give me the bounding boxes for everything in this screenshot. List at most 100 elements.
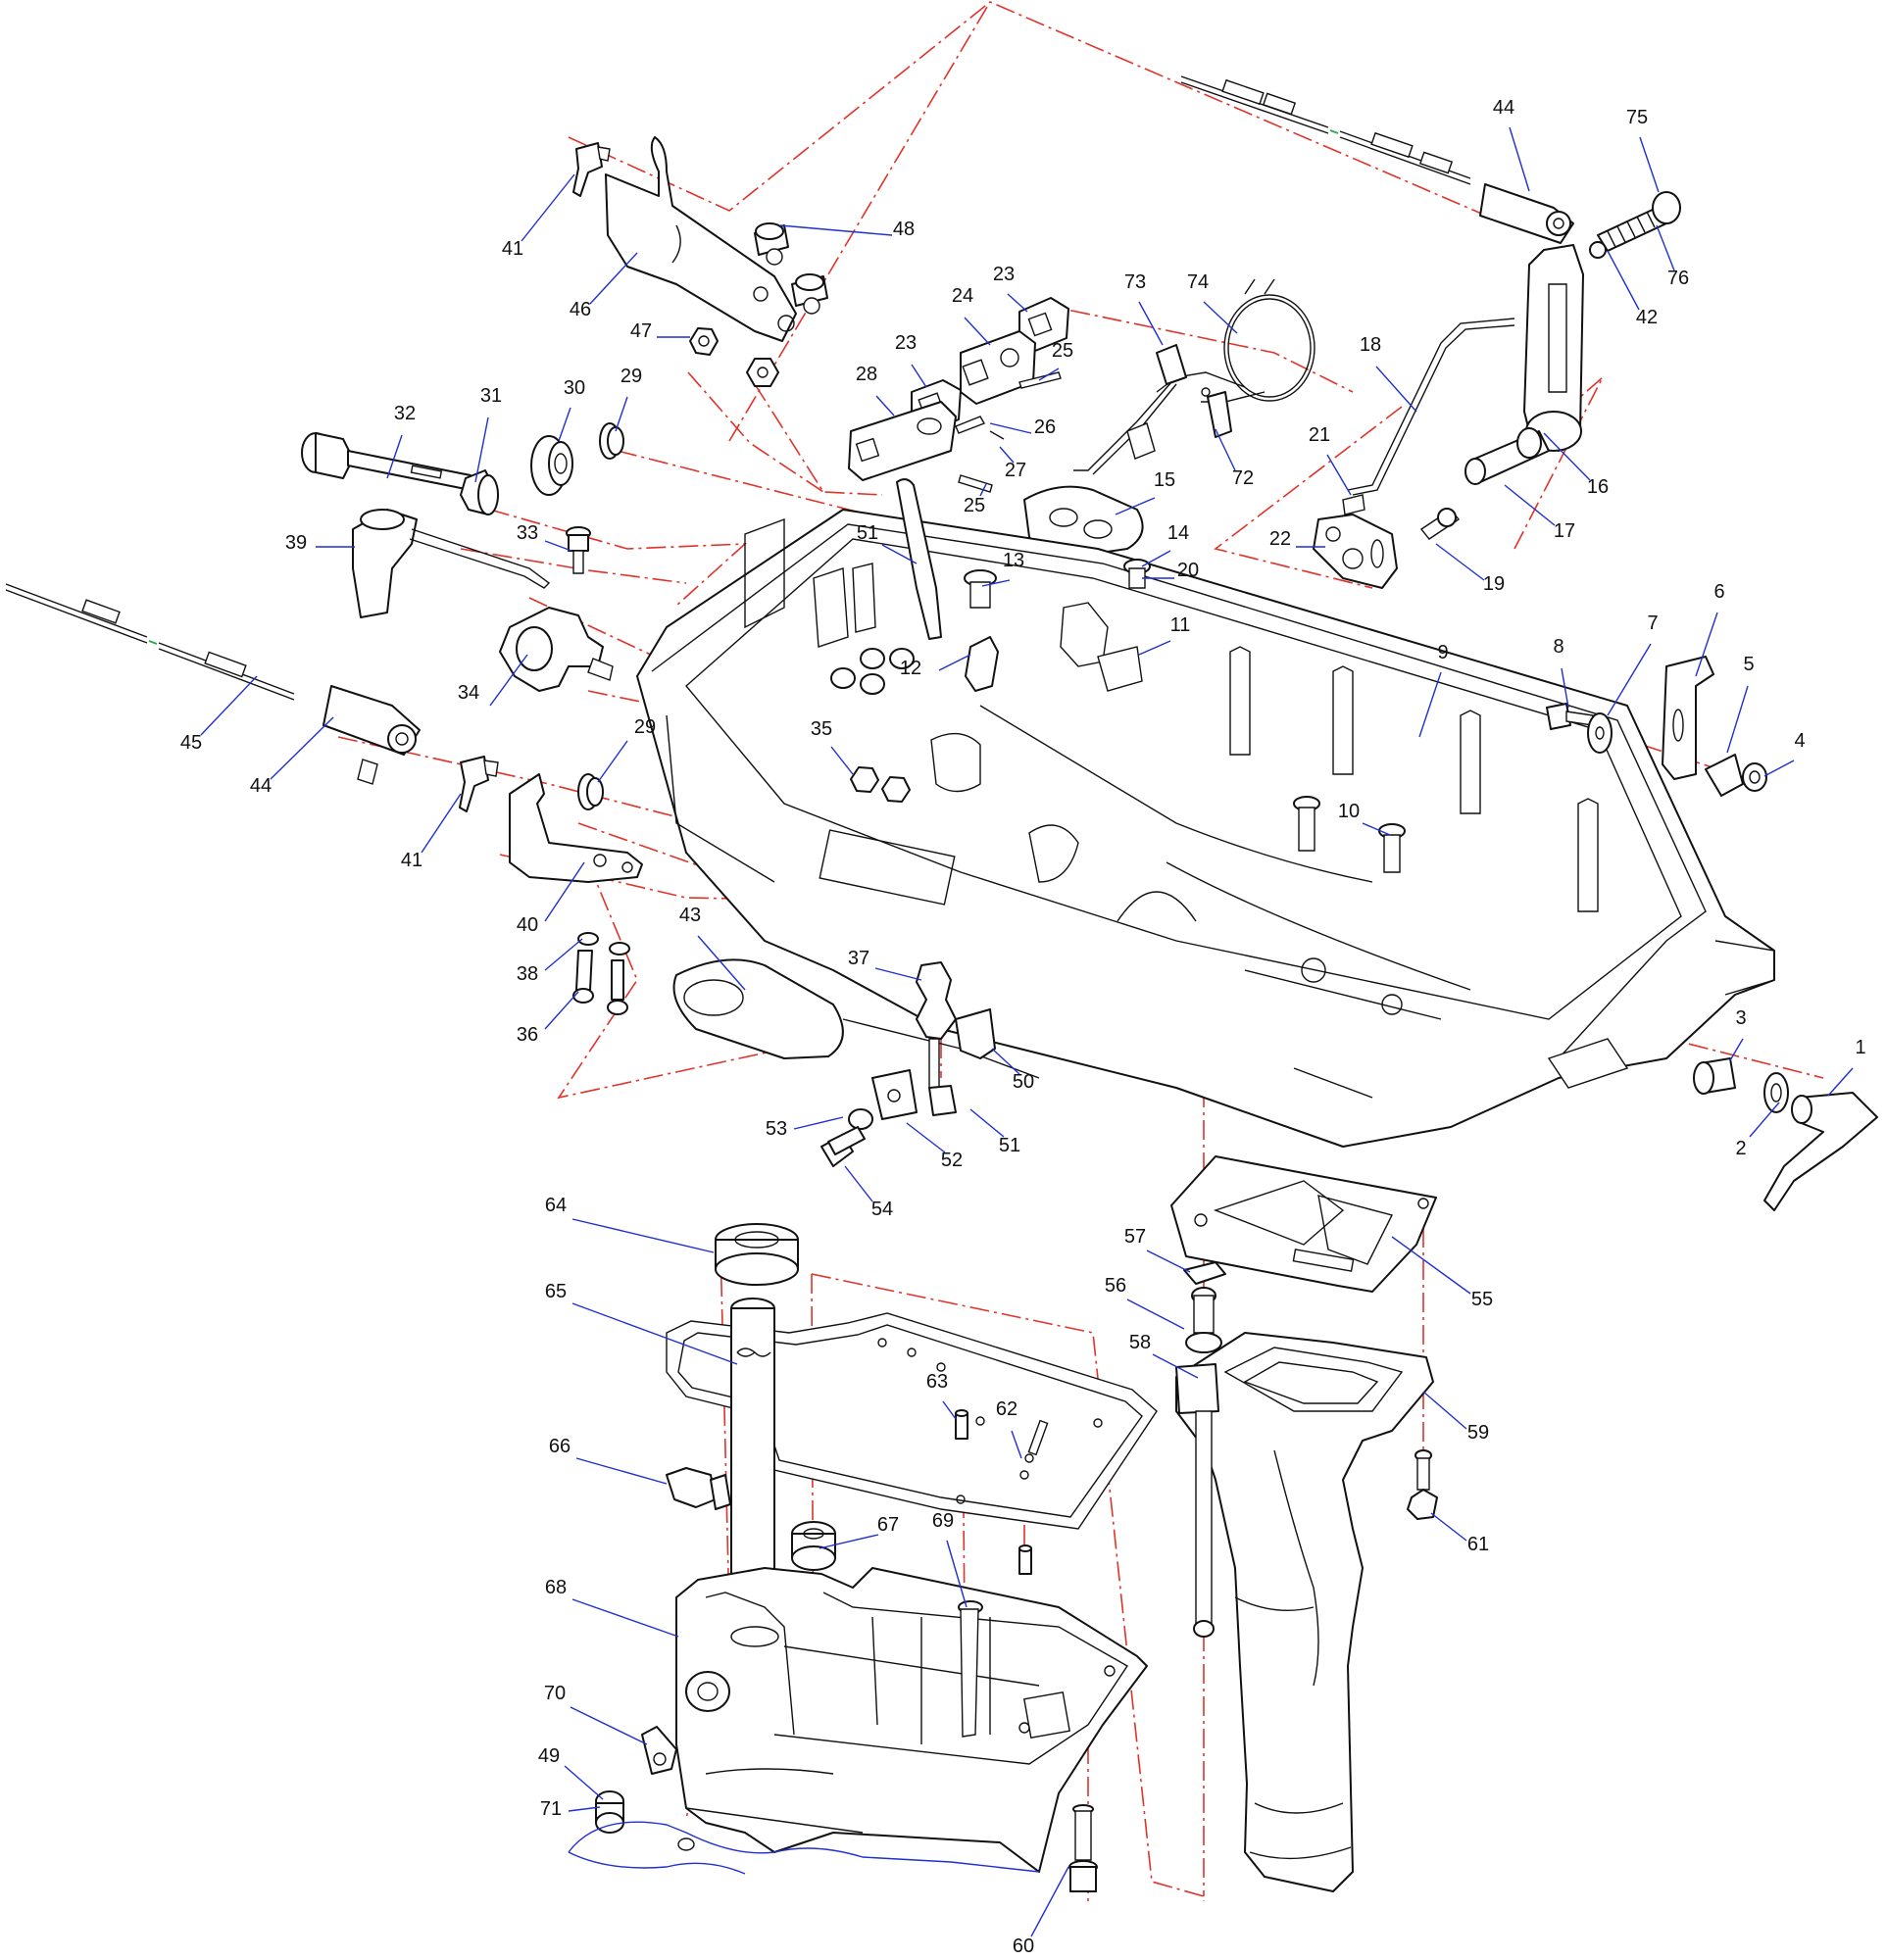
callout-c61: 61 [1430,1512,1489,1555]
callout-c24: 24 [952,285,991,346]
callout-c17: 17 [1504,484,1575,542]
leader-line [474,416,489,483]
leader-line [819,1534,879,1549]
connector-73 [1073,344,1187,475]
part-number-label: 50 [1013,1071,1034,1093]
fitting-66 [666,1467,731,1510]
leader-line [544,991,579,1030]
part-number-label: 48 [893,219,915,240]
leader-line [964,317,991,346]
part-44-lower [323,685,421,785]
callout-c16: 16 [1543,432,1609,498]
leader-line [1422,1391,1467,1430]
lever-1 [1763,1092,1878,1211]
part-number-label: 56 [1105,1275,1126,1297]
leader-line [911,364,927,388]
callout-c11: 11 [1138,614,1191,656]
leader-line [1430,1512,1467,1542]
leader-line [1115,497,1156,515]
part-number-label: 9 [1437,642,1448,663]
callout-c60: 60 [1013,1866,1069,1957]
bushing-56 [1185,1287,1222,1353]
bracket-40 [509,773,643,883]
leader-line [200,675,258,736]
bushing-29-lower [577,773,604,810]
leader-line [1030,1866,1069,1937]
part-number-label: 11 [1170,614,1191,636]
callout-c9: 9 [1418,642,1449,738]
callout-c41b: 41 [401,793,462,871]
screw-14-20 [1123,559,1151,589]
leader-line [1138,640,1171,656]
part-number-label: 41 [502,238,523,260]
part-number-label: 39 [285,532,307,554]
callout-c50: 50 [991,1048,1034,1093]
screw-19 [1419,508,1461,540]
part-number-label: 22 [1269,528,1291,550]
leader-line [1763,760,1795,777]
part-number-label: 3 [1735,1007,1746,1029]
plate-22 [1313,514,1398,589]
leader-line [1509,126,1530,192]
nut-47 [689,327,779,387]
callout-c73: 73 [1124,271,1164,346]
leader-line [568,1806,601,1812]
part-number-label: 32 [394,403,416,424]
part-51-upper [896,478,942,640]
throttle-cable-45 [5,583,295,701]
part-number-label: 17 [1554,520,1575,542]
leader-line [1007,293,1028,313]
part-number-label: 8 [1553,636,1563,658]
callout-c20: 20 [1142,560,1199,581]
part-number-label: 42 [1636,307,1658,328]
callout-c12: 12 [900,654,971,679]
part-number-label: 6 [1713,581,1724,603]
callout-c6: 6 [1695,581,1725,677]
callout-c15: 15 [1115,469,1175,515]
part-number-label: 31 [480,385,502,407]
callout-c4: 4 [1763,730,1806,777]
callout-c65: 65 [545,1281,738,1365]
callout-c53: 53 [766,1116,844,1140]
leader-line [1326,454,1352,496]
part-number-label: 44 [1493,97,1514,119]
part-number-label: 23 [993,264,1015,285]
leader-line [946,1540,968,1608]
callout-c25a: 25 [1038,340,1073,381]
part-number-label: 13 [1003,550,1024,571]
part-number-label: 19 [1483,573,1505,595]
leader-line [564,1765,604,1800]
leader-line [544,938,583,971]
screw-33 [566,526,591,574]
leader-line [1561,667,1569,709]
part-number-label: 2 [1735,1138,1746,1159]
clip-50 [955,1008,996,1059]
callout-c67: 67 [819,1514,899,1549]
part-number-label: 68 [545,1577,567,1598]
callout-c18: 18 [1360,334,1417,413]
callout-c55: 55 [1391,1236,1493,1310]
part-number-label: 51 [999,1135,1020,1156]
part-number-label: 24 [952,285,973,307]
leader-line [1038,368,1060,381]
callout-c57: 57 [1124,1226,1191,1273]
leader-line [421,793,462,854]
leader-line [874,967,922,981]
pin-62 [1018,1544,1032,1575]
callout-c51a: 51 [857,522,918,564]
callout-c5: 5 [1726,654,1755,754]
bushings-in-cowl [830,648,915,695]
part-number-label: 74 [1187,271,1209,293]
callout-c13: 13 [981,550,1024,587]
part-number-label: 29 [634,716,656,738]
callout-c69: 69 [932,1510,968,1608]
callout-c64: 64 [545,1195,715,1253]
leader-line [779,224,893,236]
part-number-label: 65 [545,1281,567,1302]
pulley-30 [530,435,573,496]
part-number-label: 55 [1471,1289,1493,1310]
part-12-13 [964,569,999,692]
callout-c71: 71 [540,1798,601,1820]
